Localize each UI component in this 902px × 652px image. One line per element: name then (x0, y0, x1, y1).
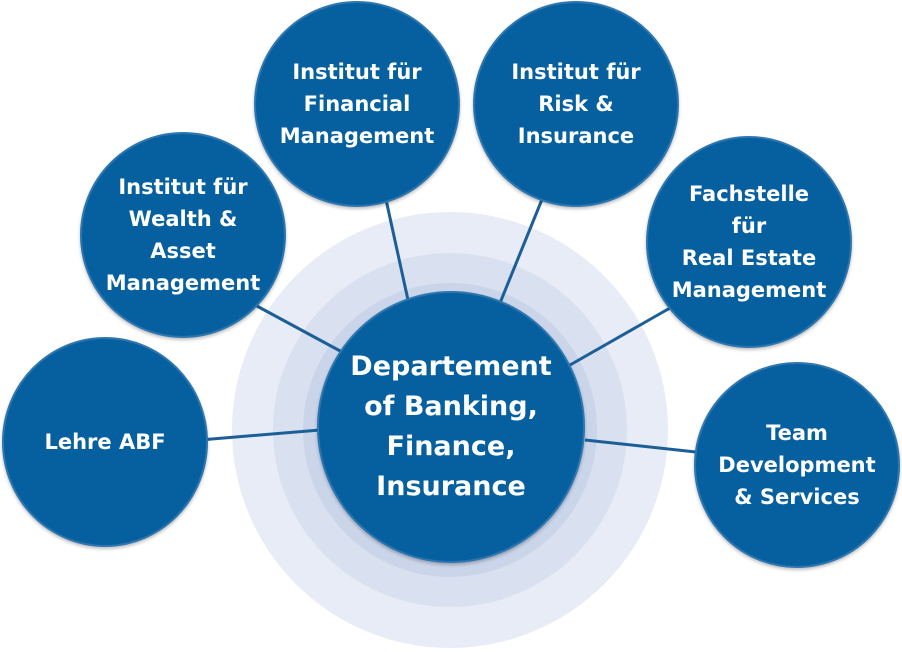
connector-risk (498, 191, 547, 304)
unit-label-risk: Institut für Risk & Insurance (511, 60, 641, 148)
unit-node-lehre[interactable]: Lehre ABF (2, 337, 208, 547)
unit-label-wealth: Institut für Wealth & Asset Management (105, 175, 261, 295)
connector-realestate (569, 306, 671, 367)
connector-team (584, 438, 706, 455)
connector-wealth (254, 303, 343, 354)
connector-lehre (199, 428, 321, 442)
unit-label-team: Team Development & Services (718, 421, 876, 509)
unit-node-realestate[interactable]: Fachstelle für Real Estate Management (646, 136, 852, 348)
unit-node-wealth[interactable]: Institut für Wealth & Asset Management (80, 132, 286, 338)
department-title: Departement of Banking, Finance, Insuran… (350, 351, 552, 502)
unit-label-realestate: Fachstelle für Real Estate Management (671, 182, 827, 302)
connector-financial (383, 194, 410, 301)
unit-label-lehre: Lehre ABF (44, 430, 166, 454)
unit-label-financial: Institut für Financial Management (279, 60, 435, 148)
department-center-node[interactable]: Departement of Banking, Finance, Insuran… (317, 291, 585, 563)
unit-node-financial[interactable]: Institut für Financial Management (254, 1, 460, 207)
unit-node-team[interactable]: Team Development & Services (694, 362, 900, 568)
unit-node-risk[interactable]: Institut für Risk & Insurance (473, 1, 679, 207)
